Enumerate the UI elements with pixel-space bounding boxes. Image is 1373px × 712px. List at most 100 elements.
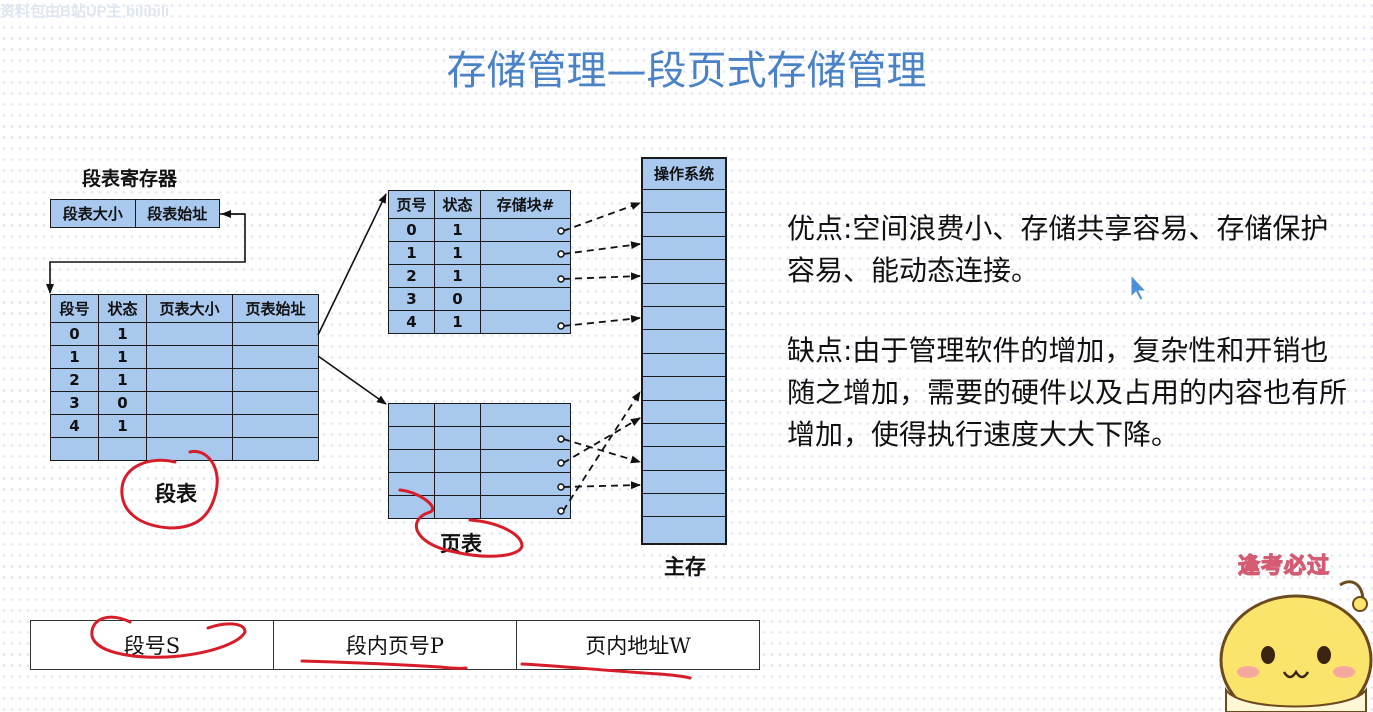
memory-block — [643, 424, 725, 448]
table-row — [50, 437, 319, 461]
register-label: 段表寄存器 — [82, 168, 178, 190]
pointer-dot — [557, 459, 565, 467]
cell — [480, 449, 571, 473]
advantages-text: 优点:空间浪费小、存储共享容易、存储保护容易、能动态连接。 — [787, 212, 1329, 287]
block-pointer-arrow — [562, 481, 641, 490]
memory-block — [643, 377, 725, 401]
segment-header-page-size: 页表大小 — [146, 294, 233, 323]
block-pointer-arrow — [562, 241, 641, 255]
cell — [388, 426, 435, 450]
cell — [480, 310, 571, 334]
cell — [232, 345, 319, 369]
cell: 0 — [388, 218, 435, 242]
memory-block — [643, 307, 725, 331]
pointer-dot — [557, 227, 565, 235]
cell — [232, 437, 319, 461]
segment-table-register: 段表大小 段表始址 — [50, 199, 220, 228]
page-table-circle-annotation — [398, 488, 524, 558]
page-header-no: 页号 — [388, 190, 435, 219]
pointer-dot — [557, 435, 565, 443]
cell: 1 — [98, 368, 147, 392]
pointer-dot — [557, 507, 565, 515]
memory-block — [643, 190, 725, 214]
cell — [98, 437, 147, 461]
slide-title: 存储管理—段页式存储管理 — [446, 48, 927, 94]
memory-blocks — [643, 190, 725, 541]
cell — [388, 495, 435, 519]
block-pointer-arrow — [562, 314, 641, 327]
cell: 1 — [434, 310, 481, 334]
cell — [146, 345, 233, 369]
table-row — [388, 495, 571, 519]
cell: 0 — [98, 391, 147, 415]
cell: 0 — [50, 322, 99, 346]
table-row — [388, 426, 571, 450]
cell — [50, 437, 99, 461]
cell: 1 — [434, 218, 481, 242]
cell — [434, 403, 481, 427]
segment-table-label: 段表 — [155, 482, 197, 506]
cell — [232, 322, 319, 346]
brand-logo-text: 逢考必过 — [1237, 553, 1331, 579]
pointer-dot — [557, 250, 565, 258]
cell — [480, 403, 571, 427]
cell — [480, 241, 571, 265]
cell: 0 — [434, 287, 481, 311]
cell — [480, 287, 571, 311]
disadvantages-text: 缺点:由于管理软件的增加，复杂性和开销也随之增加，需要的硬件以及占用的内容也有所… — [787, 334, 1348, 451]
cell — [388, 403, 435, 427]
page-header-status: 状态 — [434, 190, 481, 219]
block-pointer-arrow — [562, 438, 641, 464]
memory-block — [643, 494, 725, 518]
cell: 1 — [388, 241, 435, 265]
memory-block — [643, 447, 725, 471]
cell: 1 — [434, 264, 481, 288]
cell: 1 — [98, 322, 147, 346]
cell — [146, 322, 233, 346]
memory-block — [643, 401, 725, 424]
main-memory: 操作系统 — [641, 157, 727, 545]
address-field-offset: 页内地址W — [585, 634, 691, 658]
cell — [232, 391, 319, 415]
cell — [480, 472, 571, 496]
memory-block — [643, 471, 725, 495]
cell — [434, 449, 481, 473]
segment-header-no: 段号 — [50, 294, 99, 323]
table-row — [388, 472, 571, 496]
page-table-2 — [388, 403, 571, 519]
segment-table-circle-annotation — [120, 449, 219, 530]
segment-to-page-table-1-arrow — [317, 193, 387, 336]
cell — [480, 264, 571, 288]
table-row — [388, 403, 571, 427]
page-field-underline-annotation — [300, 659, 468, 670]
segment-header-page-base: 页表始址 — [232, 294, 319, 323]
register-cell-size: 段表大小 — [50, 199, 136, 228]
memory-block — [643, 260, 725, 284]
cell — [480, 426, 571, 450]
cell — [434, 426, 481, 450]
memory-block — [643, 237, 725, 261]
cell — [480, 218, 571, 242]
segment-header-status: 状态 — [98, 294, 147, 323]
pointer-dot — [557, 322, 565, 330]
block-pointer-arrow — [562, 417, 641, 464]
pointer-dot — [557, 483, 565, 491]
address-field-segment: 段号S — [31, 621, 274, 669]
top-banner-text: 资料包由B站UP主 bilibili — [0, 3, 170, 18]
offset-field-underline-annotation — [520, 662, 692, 680]
memory-block — [643, 330, 725, 354]
